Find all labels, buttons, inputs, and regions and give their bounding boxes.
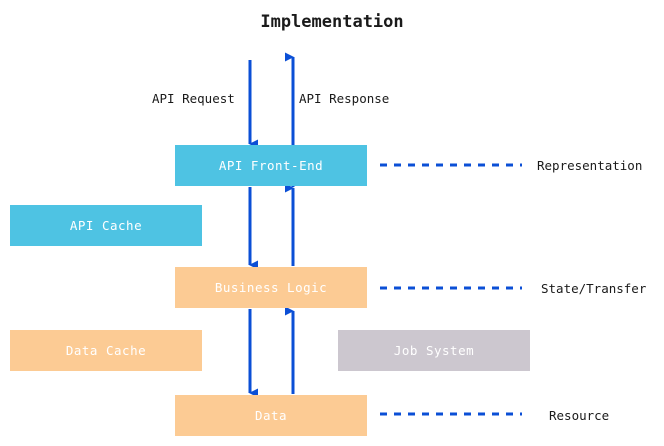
flow-label-api-response: API Response bbox=[299, 91, 390, 106]
box-label: API Front-End bbox=[218, 158, 324, 173]
box-label: Job System bbox=[393, 343, 475, 358]
box-data-cache: Data Cache bbox=[10, 330, 202, 371]
side-label-representation: Representation bbox=[537, 158, 643, 173]
box-api-front-end: API Front-End bbox=[175, 145, 367, 186]
box-job-system: Job System bbox=[338, 330, 530, 371]
box-label: Business Logic bbox=[214, 280, 328, 295]
flow-label-api-request: API Request bbox=[152, 91, 235, 106]
box-business-logic: Business Logic bbox=[175, 267, 367, 308]
box-label: API Cache bbox=[69, 218, 143, 233]
side-label-state-transfer: State/Transfer bbox=[541, 281, 647, 296]
box-data: Data bbox=[175, 395, 367, 436]
box-label: Data Cache bbox=[65, 343, 147, 358]
side-label-resource: Resource bbox=[549, 408, 610, 423]
box-label: Data bbox=[254, 408, 288, 423]
box-api-cache: API Cache bbox=[10, 205, 202, 246]
page-title: Implementation bbox=[260, 12, 404, 32]
